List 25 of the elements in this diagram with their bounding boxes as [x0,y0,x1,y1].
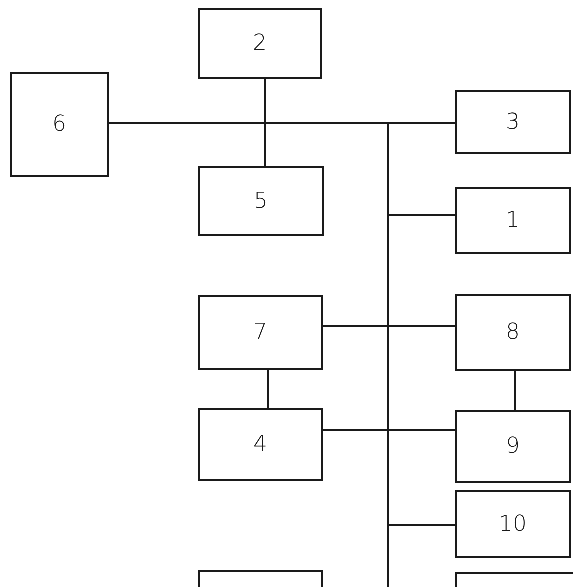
block-box [455,490,571,558]
block-number: 8 [506,320,520,345]
connector-line [264,79,266,166]
connector-line [514,371,516,410]
block-box [198,8,322,79]
block-box [198,295,323,370]
block-box [10,72,109,177]
block-box [455,294,571,371]
block-number: 7 [254,320,268,345]
block-box [455,410,571,483]
block-number: 6 [52,112,66,137]
block-number: 4 [254,432,268,457]
connector-line [323,429,455,431]
block-number: 2 [253,31,267,56]
block-number: 5 [254,188,268,214]
block-box [198,408,323,481]
block-box [455,90,571,154]
block-box [198,166,324,236]
block-number: 10 [499,512,527,536]
connector-line [323,325,455,327]
block-number: 3 [506,110,520,134]
block-number: 9 [506,434,520,459]
block-number: 1 [506,208,520,233]
connector-line [267,370,269,408]
block-box [455,187,571,254]
